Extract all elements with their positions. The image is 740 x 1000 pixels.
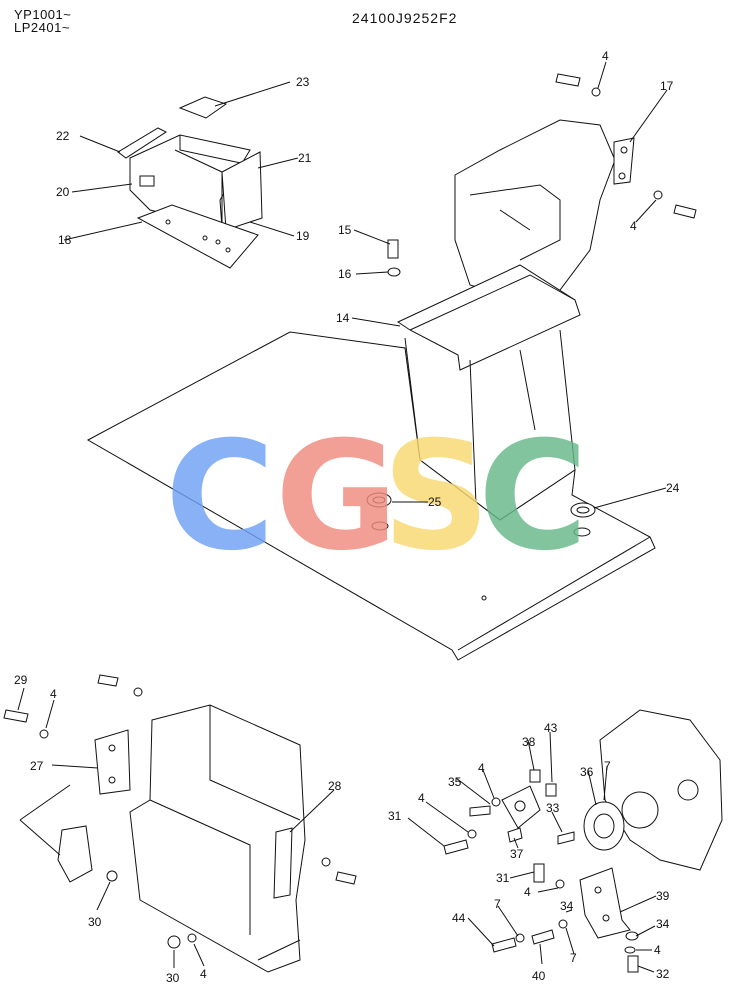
callout-34-b: 34 xyxy=(656,917,670,931)
callout-39: 39 xyxy=(656,889,670,903)
part-40-bolt xyxy=(531,929,555,945)
part-27-bracket xyxy=(94,729,131,795)
part-33-bolt xyxy=(557,831,575,845)
callout-4-br-d: 4 xyxy=(654,943,661,957)
part-39-bracket xyxy=(579,867,631,939)
part-23-plate xyxy=(178,96,228,119)
part-30-nut-a xyxy=(106,870,118,882)
watermark-letter-3: S xyxy=(382,410,490,584)
part-29-bolt xyxy=(3,709,29,723)
pulley-assembly xyxy=(443,709,723,973)
callout-20: 20 xyxy=(56,185,70,199)
callout-4-bottom: 4 xyxy=(200,967,207,981)
part-35-bolt xyxy=(469,805,491,817)
bolt-right xyxy=(673,204,697,219)
part-15-bolt xyxy=(387,239,399,259)
callout-4-br-b: 4 xyxy=(418,791,425,805)
control-box-assembly xyxy=(117,96,263,269)
part-32-bolt xyxy=(627,955,639,973)
callout-27: 27 xyxy=(30,759,44,773)
callout-4-top: 4 xyxy=(602,49,609,63)
callout-15: 15 xyxy=(338,223,352,237)
model-range-b: LP2401~ xyxy=(14,20,70,35)
washer-4-bottom xyxy=(187,933,197,943)
part-22-gasket xyxy=(117,127,168,159)
callout-4-right: 4 xyxy=(630,219,637,233)
callout-36: 36 xyxy=(580,765,594,779)
radiator-assembly xyxy=(3,674,357,973)
callout-29: 29 xyxy=(14,673,28,687)
callout-16: 16 xyxy=(338,267,352,281)
washer-4-bl xyxy=(39,729,49,739)
engine-block xyxy=(599,709,723,871)
callout-18: 18 xyxy=(58,233,72,247)
callout-7-a: 7 xyxy=(604,759,611,773)
callout-31-b: 31 xyxy=(496,871,510,885)
callout-14: 14 xyxy=(336,311,350,325)
washer-4-top xyxy=(591,87,601,97)
bolt-top xyxy=(555,73,581,87)
part-16-washer xyxy=(387,267,401,277)
callout-31-a: 31 xyxy=(388,809,402,823)
watermark-letter-2: G xyxy=(275,410,398,584)
callout-19: 19 xyxy=(296,229,310,243)
part-17-bracket xyxy=(613,137,635,185)
callout-37: 37 xyxy=(510,847,524,861)
model-range-a: YP1001~ xyxy=(14,7,72,22)
callout-35: 35 xyxy=(448,775,462,789)
part-20-window xyxy=(139,175,155,187)
part-31-bolt-b xyxy=(533,863,545,883)
callout-7-c: 7 xyxy=(570,951,577,965)
callout-17: 17 xyxy=(660,79,674,93)
callout-22: 22 xyxy=(56,129,70,143)
callout-4-br-a: 4 xyxy=(478,761,485,775)
part-30-nut-b xyxy=(167,935,181,949)
callout-24: 24 xyxy=(666,481,680,495)
callout-43: 43 xyxy=(544,721,558,735)
leader-lines xyxy=(17,61,668,973)
washer-4-right xyxy=(653,190,663,200)
callout-30-a: 30 xyxy=(88,915,102,929)
callout-21: 21 xyxy=(298,151,312,165)
floor-plate xyxy=(86,331,656,661)
callout-30-b: 30 xyxy=(166,971,180,985)
part-37-nut xyxy=(507,827,523,843)
callout-34-a: 34 xyxy=(560,899,574,913)
drain-valve xyxy=(57,825,93,883)
document-code: 24100J9252F2 xyxy=(352,10,458,26)
callout-4-br-c: 4 xyxy=(524,885,531,899)
watermark-letter-1: C xyxy=(165,410,275,584)
radiator-body xyxy=(129,704,306,973)
callout-33: 33 xyxy=(546,801,560,815)
engine-outline xyxy=(454,119,616,301)
part-44-bolt xyxy=(491,937,517,953)
part-31-bolt-a xyxy=(443,839,469,855)
part-28-bracket xyxy=(273,827,293,899)
callout-40: 40 xyxy=(532,969,546,983)
part-21-cover xyxy=(221,151,263,231)
watermark: C G S C xyxy=(165,410,588,584)
callout-4-bl: 4 xyxy=(50,687,57,701)
callout-38: 38 xyxy=(522,735,536,749)
bolt-bl-top xyxy=(97,674,119,687)
callout-32: 32 xyxy=(656,967,670,981)
callout-44: 44 xyxy=(452,911,466,925)
callout-25: 25 xyxy=(428,495,442,509)
callout-labels: 23 22 21 20 18 19 17 4 4 15 16 14 25 24 … xyxy=(14,49,680,985)
watermark-letter-4: C xyxy=(478,410,588,584)
callout-23: 23 xyxy=(296,75,310,89)
part-14-bracket xyxy=(396,264,581,371)
callout-7-b: 7 xyxy=(494,897,501,911)
callout-28: 28 xyxy=(328,779,342,793)
